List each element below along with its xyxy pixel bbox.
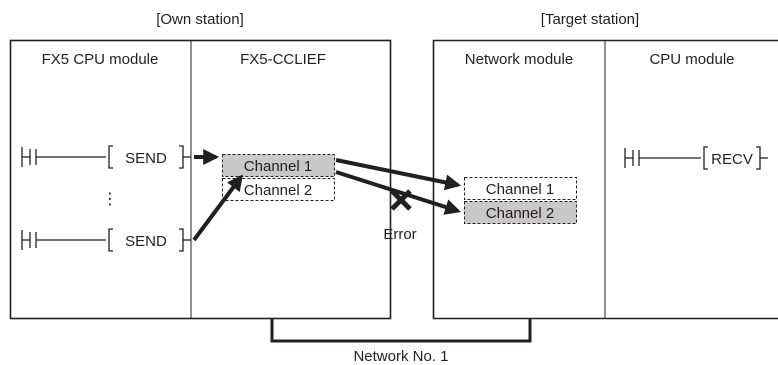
- own-station-title: [Own station]: [156, 11, 244, 28]
- recv-instruction: RECV: [711, 151, 753, 168]
- send-instruction-1: SEND: [125, 150, 167, 167]
- ladder-rung-recv: [624, 146, 768, 170]
- target-channel-1-box: [464, 177, 577, 200]
- own-cpu-panel-label: FX5 CPU module: [42, 51, 159, 68]
- send-instruction-2: SEND: [125, 233, 167, 250]
- network-bracket: [270, 318, 532, 343]
- target-cpu-panel-label: CPU module: [649, 51, 734, 68]
- channel-1-to-channel-2-arrow: [335, 170, 462, 215]
- own-network-panel-label: FX5-CCLIEF: [240, 51, 326, 68]
- target-channel-1-label: Channel 1: [486, 181, 554, 198]
- send-2-arrow: [192, 174, 243, 242]
- target-channel-2-label: Channel 2: [486, 205, 554, 222]
- target-channel-2-box: [464, 201, 577, 224]
- own-channel-1-box: [222, 154, 335, 177]
- ladder-rung-send-2: [21, 228, 191, 252]
- target-network-panel-label: Network module: [465, 51, 573, 68]
- ladder-ellipsis: ⋮: [102, 191, 118, 208]
- error-label: Error: [383, 226, 416, 243]
- network-label: Network No. 1: [353, 348, 448, 365]
- error-x-icon: [390, 189, 412, 211]
- target-station-title: [Target station]: [541, 11, 639, 28]
- own-channel-2-box: [222, 178, 335, 201]
- channel-1-to-target-arrow: [335, 158, 462, 191]
- own-channel-1-label: Channel 1: [244, 158, 312, 175]
- ladder-rung-send-1: [21, 145, 191, 169]
- own-channel-2-label: Channel 2: [244, 182, 312, 199]
